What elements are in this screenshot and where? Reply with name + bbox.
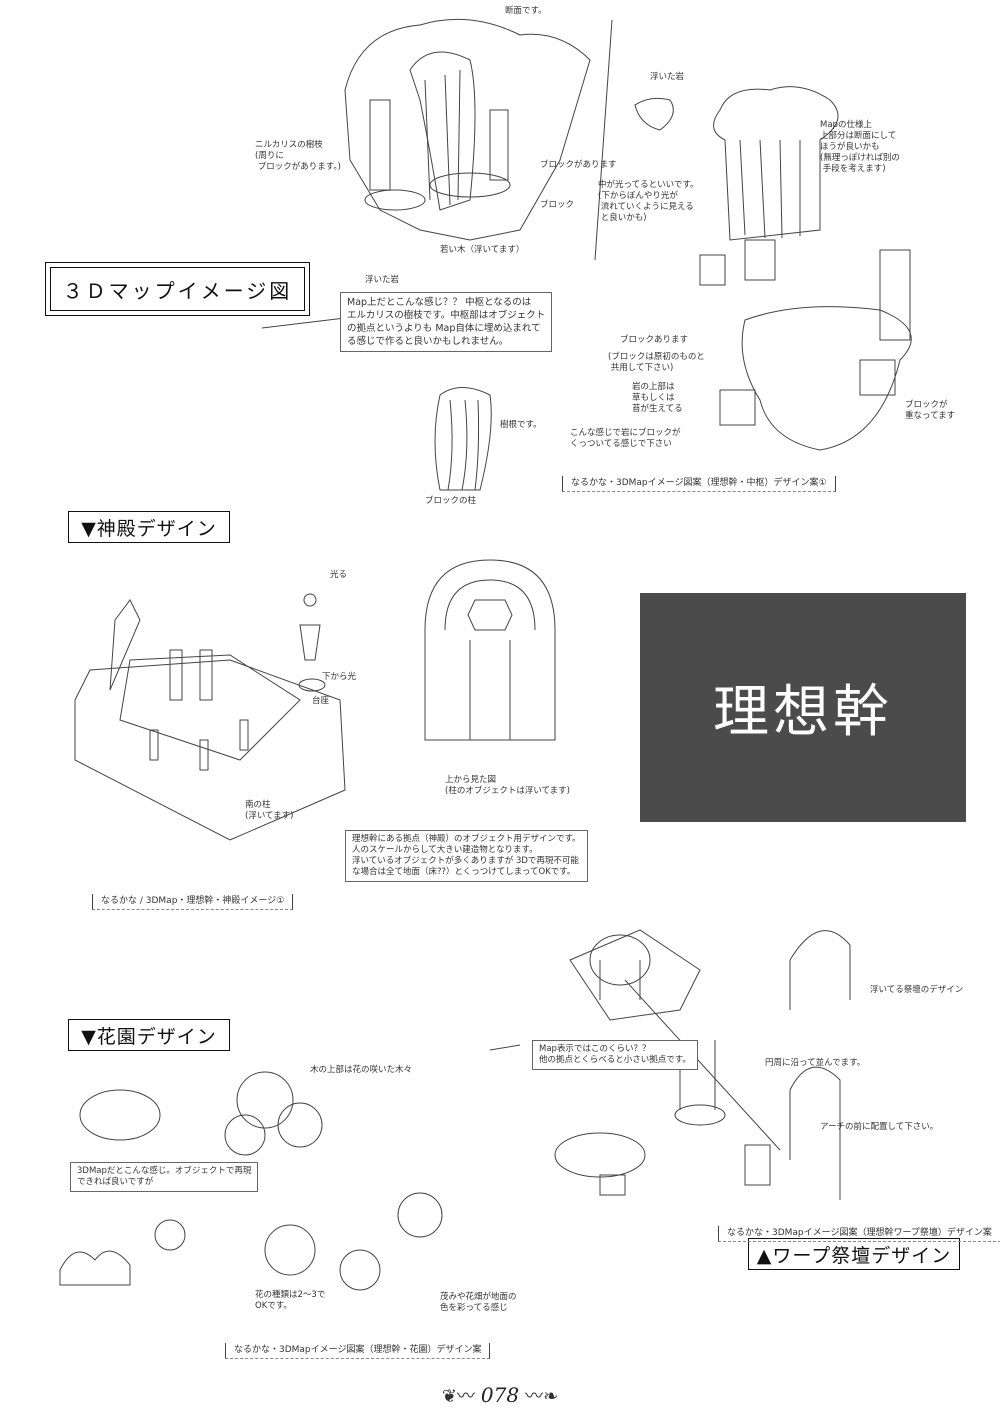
- note: 浮いた岩: [650, 72, 685, 82]
- note: (ブロックは原初のものと 共用して下さい): [608, 352, 705, 373]
- floating-rock-sketch: [634, 97, 674, 131]
- note: 下から光: [322, 672, 357, 682]
- note: 中が光ってるといいです。 (下からぼんやり光が 流れていくように見える と良いか…: [598, 180, 699, 223]
- temple-description: 理想幹にある拠点（神殿）のオブジェクト用デザインです。 人のスケールからして大き…: [345, 830, 588, 882]
- section-header-temple: ▼神殿デザイン: [68, 511, 230, 543]
- note: ブロック: [540, 200, 575, 210]
- central-tree-sketch: [344, 18, 591, 241]
- note: 若い木（浮いてます）: [440, 245, 525, 255]
- right-tree-sketch: [699, 86, 912, 451]
- note: 浮いた岩: [365, 275, 400, 285]
- note: ブロックの柱: [425, 496, 477, 506]
- ornament-right-icon: 〰❧: [525, 1386, 559, 1407]
- note: 樹根です。: [500, 420, 542, 430]
- warp-altar-sketch: [554, 929, 851, 1200]
- note: 南の柱 (浮いてます): [245, 800, 294, 821]
- note: ブロックが 重なってます: [905, 400, 956, 421]
- note: ニルカリスの樹枝 (周りに ブロックがあります。): [255, 140, 341, 172]
- note: ブロックあります: [620, 335, 689, 345]
- page-number: 078: [480, 1383, 520, 1407]
- page-number-footer: ❦〰 078 〰❧: [405, 1380, 595, 1410]
- note: 茂みや花畑が地面の 色を彩ってる感じ: [440, 1292, 517, 1313]
- garden-sketch: [59, 1071, 443, 1291]
- section-header-3d-map-label: ３Ｄマップイメージ図: [50, 267, 305, 311]
- tree-root-sketch: [434, 387, 492, 491]
- warp-map-note: Map表示ではこのくらい？？ 他の拠点とくらべると小さい拠点です。: [532, 1040, 698, 1070]
- note: 岩の上部は 草もしくは 苔が生えてる: [632, 382, 683, 414]
- map-main-note: Map上だとこんな感じ？？ 中枢となるのは エルカリスの樹枝です。中枢部はオブジ…: [340, 292, 553, 352]
- title-panel-text: 理想幹: [713, 680, 893, 745]
- temple-sketch: [74, 593, 346, 841]
- caption-3d-map: なるかな・3DMapイメージ図案（理想幹・中枢）デザイン案①: [562, 476, 836, 492]
- note: 上から見た図 (柱のオブジェクトは浮いてます): [445, 775, 570, 796]
- divider-line: [594, 19, 613, 261]
- note: 円周に沿って並んでます。: [765, 1058, 866, 1068]
- garden-description: 3DMapだとこんな感じ。オブジェクトで再現 できれば良いですが: [70, 1162, 259, 1192]
- caption-warp: なるかな・3DMapイメージ図案（理想幹ワープ祭壇）デザイン案: [718, 1226, 1000, 1242]
- note: アーチの前に配置して下さい。: [820, 1122, 939, 1132]
- section-header-garden: ▼花園デザイン: [68, 1019, 230, 1051]
- section-header-3d-map: ３Ｄマップイメージ図: [45, 262, 310, 316]
- note: ブロックがあります: [540, 160, 617, 170]
- note: 木の上部は花の咲いた木々: [310, 1065, 413, 1075]
- note: Mapの仕様上 上部分は断面にして ほうが良いかも (無理っぽければ別の 手段を…: [820, 120, 900, 174]
- title-panel: 理想幹: [640, 593, 966, 822]
- temple-top-view-sketch: [424, 559, 556, 741]
- caption-garden: なるかな・3DMapイメージ図案（理想幹・花園）デザイン案: [225, 1343, 491, 1359]
- note: 断面です。: [505, 6, 547, 16]
- ornament-left-icon: ❦〰: [441, 1386, 475, 1407]
- note: 光る: [330, 570, 348, 580]
- note: 台座: [312, 696, 330, 706]
- note: 花の種類は2〜3で OKです。: [255, 1290, 326, 1311]
- section-header-warp-altar: ▲ワープ祭壇デザイン: [748, 1238, 960, 1270]
- note: こんな感じで岩にブロックが くっついてる感じで下さい: [570, 428, 681, 449]
- caption-temple: なるかな / 3DMap・理想幹・神殿イメージ①: [92, 894, 294, 910]
- note: 浮いてる祭壇のデザイン: [870, 985, 964, 995]
